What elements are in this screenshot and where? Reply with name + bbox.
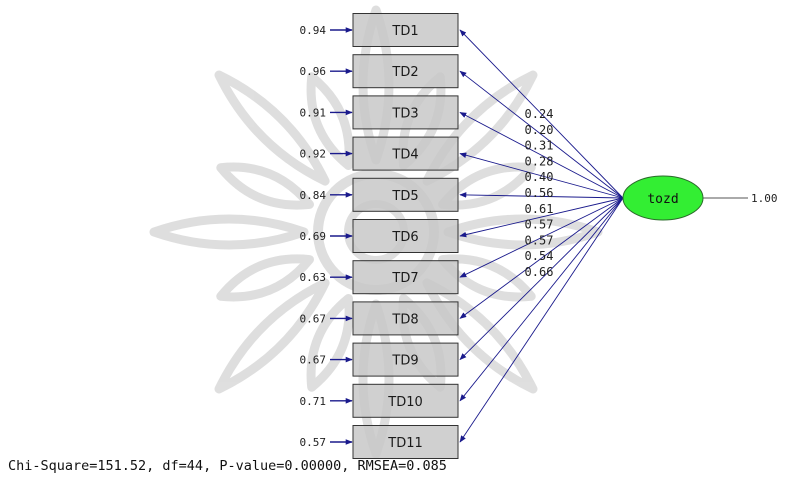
- loading-path-td9: [459, 197, 624, 361]
- loading-value-td7: 0.61: [525, 202, 554, 216]
- error-variance-td5: 0.84: [300, 189, 327, 202]
- loading-path-td2: [459, 70, 624, 199]
- error-variance-td9: 0.67: [300, 354, 327, 367]
- indicator-name-td3: TD3: [391, 106, 418, 121]
- loading-path-td1: [459, 29, 624, 199]
- loading-path-td5: [459, 192, 624, 199]
- loading-value-td1: 0.24: [525, 107, 554, 121]
- indicator-name-td4: TD4: [391, 148, 418, 163]
- loading-value-td9: 0.57: [525, 233, 554, 247]
- indicator-box-td6: [352, 219, 459, 253]
- latent-variable: tozd 1.00: [622, 175, 778, 221]
- fit-statistics: Chi-Square=151.52, df=44, P-value=0.0000…: [8, 458, 447, 474]
- loading-path-td3: [459, 112, 624, 199]
- loading-path-td11: [459, 197, 624, 443]
- loading-value-td5: 0.40: [525, 170, 554, 184]
- loading-paths: [459, 29, 624, 443]
- loading-value-td2: 0.20: [525, 123, 554, 137]
- error-variance-td11: 0.57: [300, 436, 327, 449]
- error-variance-td8: 0.67: [300, 312, 327, 325]
- loading-value-td4: 0.28: [525, 154, 554, 168]
- indicator-box-td3: [352, 95, 459, 130]
- loading-value-td6: 0.56: [525, 186, 554, 200]
- indicator-box-td4: [352, 136, 459, 171]
- loading-path-td6: [459, 197, 624, 238]
- indicator-box-td10: [352, 383, 459, 418]
- indicator-name-td10: TD10: [387, 395, 423, 410]
- loading-labels: 0.24 0.20 0.310.28 0.40 0.56 0.61 0.570.57 0.54…: [525, 107, 554, 279]
- indicator-box-td1: [352, 13, 459, 47]
- indicator-name-td7: TD7: [391, 271, 418, 286]
- loading-path-td4: [459, 152, 624, 199]
- indicator-box-td11: [352, 425, 459, 459]
- indicator-name-td5: TD5: [391, 189, 418, 204]
- indicator-box-td8: [352, 301, 459, 336]
- indicator-name-td11: TD11: [387, 436, 423, 451]
- latent-name: tozd: [647, 192, 678, 207]
- error-variance-td1: 0.94: [300, 24, 327, 37]
- error-variance-td2: 0.96: [300, 65, 327, 78]
- loading-path-td8: [459, 197, 624, 319]
- latent-variance: 1.00: [751, 192, 778, 205]
- error-variances: 0.94 0.96 0.91 0.92 0.84 0.69 0.63 0.67 0.67 0.71…: [300, 24, 353, 449]
- indicator-name-td9: TD9: [391, 354, 418, 369]
- indicator-box-td7: [352, 260, 459, 295]
- indicator-name-td2: TD2: [391, 65, 418, 80]
- loading-path-td10: [459, 197, 624, 402]
- error-variance-td6: 0.69: [300, 230, 327, 243]
- loading-value-td3: 0.31: [525, 139, 554, 153]
- loading-value-td10: 0.54: [525, 249, 554, 263]
- error-variance-td3: 0.91: [300, 106, 327, 119]
- indicator-name-td1: TD1: [391, 24, 418, 39]
- indicator-name-td6: TD6: [391, 230, 418, 245]
- error-variance-td4: 0.92: [300, 148, 327, 161]
- error-variance-td10: 0.71: [300, 395, 327, 408]
- indicator-name-td8: TD8: [391, 312, 418, 327]
- latent-ellipse: [622, 175, 704, 221]
- indicator-box-td9: [352, 342, 459, 377]
- loading-value-td8: 0.57: [525, 218, 554, 232]
- indicator-box-td5: [352, 177, 459, 212]
- loading-path-td7: [459, 197, 624, 278]
- indicator-box-td2: [352, 54, 459, 89]
- error-variance-td7: 0.63: [300, 271, 327, 284]
- loading-value-td11: 0.66: [525, 265, 554, 279]
